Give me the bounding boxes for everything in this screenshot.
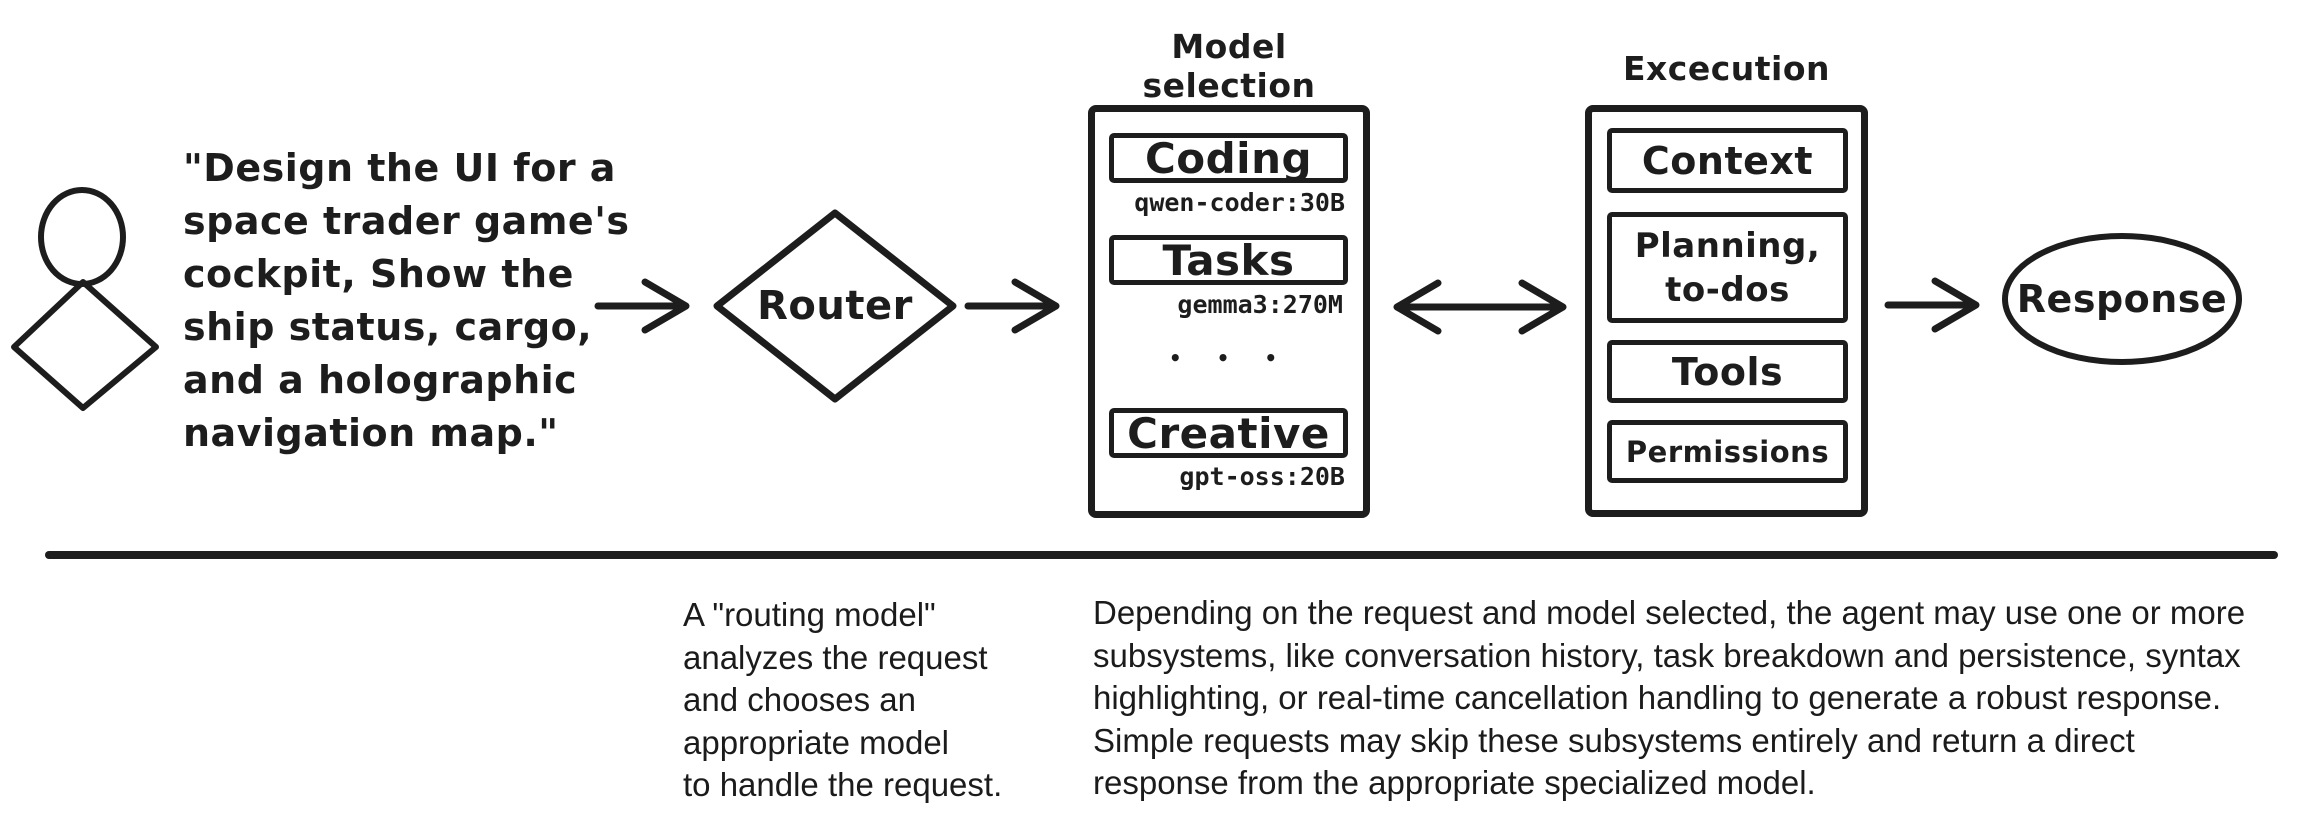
section-divider	[45, 551, 2278, 559]
more-models-ellipsis: • • •	[1168, 346, 1292, 370]
user-request-quote: "Design the UI for a space trader game's…	[183, 146, 630, 455]
subsystem-tools-label: Tools	[1671, 349, 1784, 394]
user-icon	[11, 187, 159, 411]
router-label: Router	[757, 283, 913, 329]
response-label: Response	[2016, 277, 2228, 321]
subsystem-context-label: Context	[1641, 138, 1814, 183]
model-selection-title: Model selection	[1142, 27, 1316, 105]
model-slot-tasks-label: Tasks	[1162, 235, 1295, 285]
subsystem-planning-label: Planning, to-dos	[1634, 225, 1821, 310]
model-name-tasks: gemma3:270M	[1177, 290, 1343, 319]
execution-title: Excecution	[1622, 48, 1831, 88]
model-name-coding: qwen-coder:30B	[1134, 188, 1345, 217]
subsystem-context: Context	[1607, 128, 1848, 193]
arrow-input-to-router	[594, 278, 690, 334]
subsystem-permissions-label: Permissions	[1625, 434, 1830, 469]
response-node-shape	[2002, 233, 2242, 365]
router-caption: A "routing model" analyzes the request a…	[683, 596, 1003, 803]
model-slot-tasks: Tasks	[1109, 235, 1348, 285]
router-node-shape	[713, 209, 957, 403]
arrow-models-execution-bidirectional	[1393, 279, 1567, 335]
model-slot-creative: Creative	[1109, 408, 1348, 458]
model-name-creative: gpt-oss:20B	[1179, 462, 1345, 491]
arrow-router-to-models	[964, 278, 1060, 334]
model-slot-coding-label: Coding	[1144, 133, 1313, 183]
subsystem-permissions: Permissions	[1607, 420, 1848, 483]
arrow-execution-to-response	[1884, 277, 1980, 333]
execution-caption: Depending on the request and model selec…	[1093, 594, 2246, 801]
subsystem-planning: Planning, to-dos	[1607, 212, 1848, 323]
model-slot-creative-label: Creative	[1127, 408, 1330, 458]
subsystem-tools: Tools	[1607, 340, 1848, 403]
model-slot-coding: Coding	[1109, 133, 1348, 183]
